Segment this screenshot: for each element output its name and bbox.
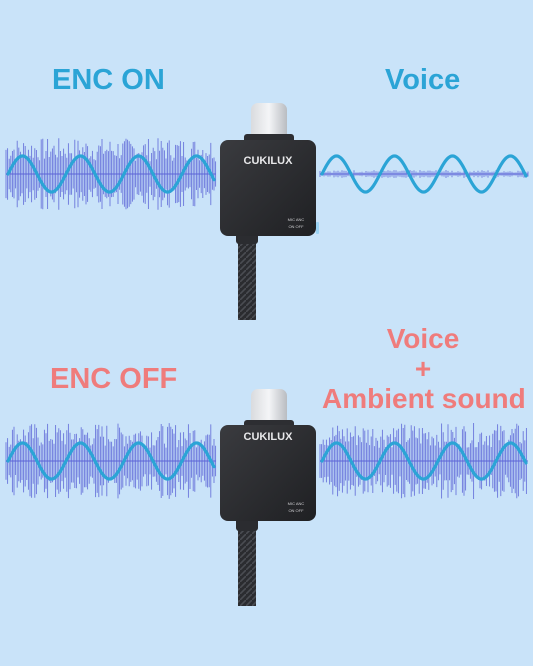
cable-bottom: [238, 520, 256, 606]
switch-label-top-1: MIC ANC: [288, 217, 305, 222]
switch-top: [316, 222, 319, 234]
voice-label: Voice: [385, 64, 461, 96]
cable-top: [238, 232, 256, 320]
enc-off-label: ENC OFF: [50, 363, 178, 395]
brand-logo-bottom: CUKILUX: [244, 431, 294, 443]
adapter-body-bottom: [220, 425, 316, 521]
usb-c-plug-bottom: [251, 389, 287, 427]
ambient-sound-text: Ambient sound: [322, 383, 526, 414]
voice-text: Voice: [386, 323, 460, 354]
usb-c-plug-top: [251, 103, 287, 141]
switch-label-top-2: ON OFF: [288, 224, 304, 229]
enc-on-label: ENC ON: [52, 64, 165, 96]
adapter-device-top: CUKILUX MIC ANC ON OFF: [220, 103, 319, 320]
wave-bottom-right: [320, 441, 528, 481]
clean-voice-line-top-right: [319, 170, 529, 178]
wave-top-right: [320, 154, 528, 194]
adapter-body-top: [220, 140, 316, 236]
voice-ambient-label: Voice + Ambient sound: [322, 323, 526, 414]
noise-waveform-bottom-right: [319, 423, 528, 499]
switch-label-bottom-2: ON OFF: [288, 508, 304, 513]
switch-label-bottom-1: MIC ANC: [288, 501, 305, 506]
adapter-device-bottom: CUKILUX MIC ANC ON OFF: [220, 389, 316, 606]
plus-text: +: [414, 353, 432, 384]
wave-bottom-left: [6, 441, 216, 481]
brand-logo-top: CUKILUX: [244, 155, 294, 167]
wave-top-left: [6, 154, 216, 194]
